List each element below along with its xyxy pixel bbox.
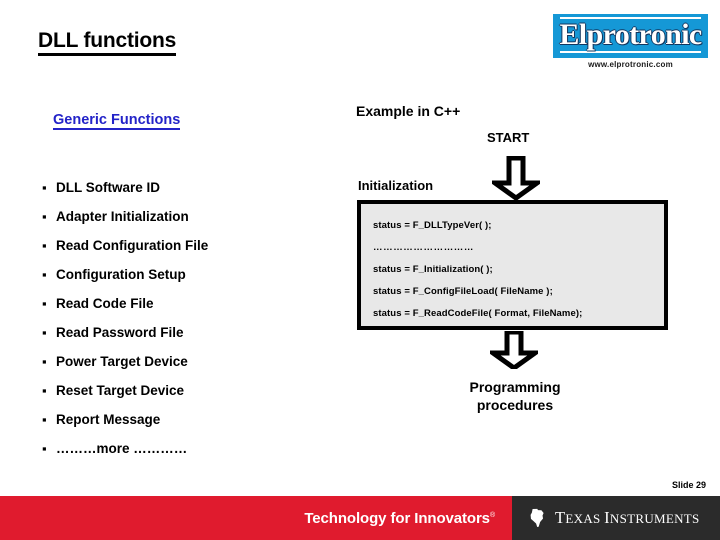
- ti-wordmark-exas: EXAS: [565, 511, 605, 526]
- initialization-label: Initialization: [358, 178, 434, 193]
- slide-number: Slide 29: [671, 480, 706, 490]
- code-line: status = F_Initialization( );: [373, 264, 493, 275]
- list-item: Configuration Setup: [42, 260, 342, 289]
- list-item: ………more …………: [42, 434, 342, 463]
- list-item: Read Code File: [42, 289, 342, 318]
- list-item: Read Password File: [42, 318, 342, 347]
- down-arrow-icon: [492, 156, 540, 200]
- logo-blue-box: Elprotronic: [553, 14, 708, 58]
- texas-instruments-logo-icon: [530, 508, 544, 527]
- footer-red-band: Technology for Innovators®: [0, 496, 512, 540]
- programming-procedures-line1: Programming: [469, 379, 561, 395]
- list-item: DLL Software ID: [42, 173, 342, 202]
- programming-procedures-line2: procedures: [476, 397, 554, 413]
- list-item: Reset Target Device: [42, 376, 342, 405]
- code-line: status = F_ReadCodeFile( Format, FileNam…: [373, 308, 583, 319]
- logo-wordmark: Elprotronic: [559, 17, 702, 53]
- registered-trademark-icon: ®: [489, 511, 495, 519]
- down-arrow-icon: [490, 331, 538, 369]
- logo-url-text: www.elprotronic.com: [588, 60, 673, 69]
- ti-wordmark-i: I: [604, 508, 610, 527]
- texas-instruments-wordmark: TEXAS INSTRUMENTS: [555, 508, 700, 528]
- generic-functions-list: DLL Software ID Adapter Initialization R…: [42, 173, 342, 463]
- list-item: Report Message: [42, 405, 342, 434]
- code-line: status = F_DLLTypeVer( );: [373, 220, 492, 231]
- list-item: Adapter Initialization: [42, 202, 342, 231]
- ti-wordmark-t: T: [555, 508, 566, 527]
- ti-wordmark-nstruments: NSTRUMENTS: [609, 511, 700, 526]
- code-line: status = F_ConfigFileLoad( FileName );: [373, 286, 553, 297]
- footer-tagline: Technology for Innovators®: [304, 510, 495, 527]
- footer-tagline-text: Technology for Innovators: [304, 509, 490, 527]
- list-item: Power Target Device: [42, 347, 342, 376]
- elprotronic-logo: Elprotronic www.elprotronic.com: [553, 14, 708, 76]
- footer-bar: Technology for Innovators® TEXAS INSTRUM…: [0, 496, 720, 540]
- footer-dark-band: TEXAS INSTRUMENTS: [512, 496, 720, 540]
- code-example-box: status = F_DLLTypeVer( ); ………………………… sta…: [357, 200, 668, 330]
- page-title: DLL functions: [38, 29, 176, 57]
- start-label: START: [487, 130, 530, 145]
- example-heading: Example in C++: [356, 103, 461, 119]
- list-item: Read Configuration File: [42, 231, 342, 260]
- programming-procedures-label: Programming procedures: [395, 378, 635, 414]
- generic-functions-heading: Generic Functions: [53, 112, 181, 130]
- code-line: …………………………: [373, 242, 474, 253]
